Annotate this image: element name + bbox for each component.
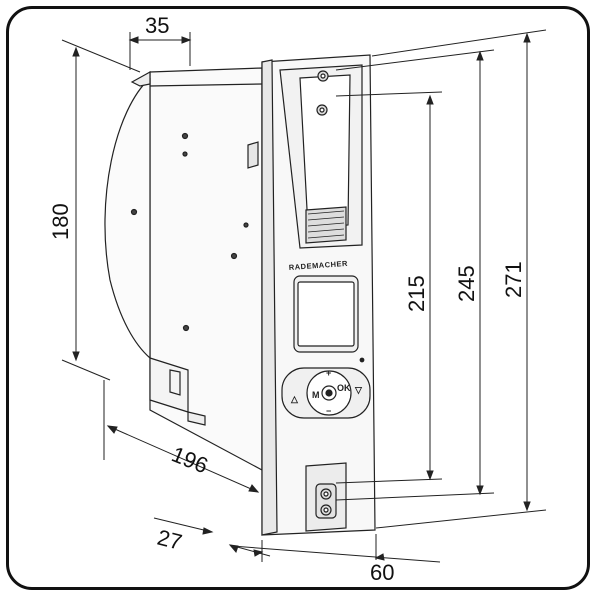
dim-60-label: 60 bbox=[370, 560, 394, 585]
left-arrow-icon: △ bbox=[290, 394, 299, 404]
front-panel bbox=[261, 54, 376, 536]
ok-button-label: OK bbox=[337, 383, 351, 393]
dim-27-label: 27 bbox=[155, 525, 185, 555]
dim-271-label: 271 bbox=[501, 261, 526, 298]
menu-button-label: M bbox=[312, 390, 320, 400]
image-border bbox=[6, 6, 590, 590]
minus-button-label: − bbox=[326, 406, 331, 416]
dim-196-label: 196 bbox=[168, 441, 211, 478]
dim-180-label: 180 bbox=[48, 203, 73, 240]
dim-215-label: 215 bbox=[404, 275, 429, 312]
dim-35-label: 35 bbox=[145, 13, 169, 38]
brand-label: RADEMACHER bbox=[289, 259, 349, 272]
plus-button-label: + bbox=[326, 368, 331, 378]
right-arrow-icon: ▽ bbox=[354, 385, 363, 395]
side-housing bbox=[104, 67, 263, 472]
dim-245-label: 245 bbox=[454, 265, 479, 302]
dimension-lines bbox=[61, 29, 547, 563]
